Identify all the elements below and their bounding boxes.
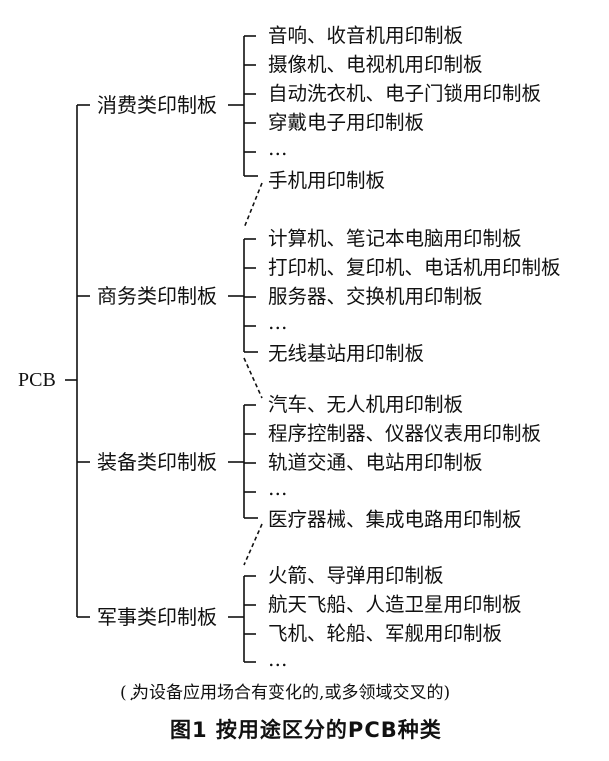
consumer-ellipsis: … xyxy=(268,137,288,160)
equipment-item-3: 轨道交通、电站用印制板 xyxy=(268,451,483,474)
crossover-1 xyxy=(243,182,263,229)
equipment-item-2: 程序控制器、仪器仪表用印制板 xyxy=(268,422,542,445)
military-item-1: 火箭、导弹用印制板 xyxy=(268,564,444,587)
business-item-2: 打印机、复印机、电话机用印制板 xyxy=(268,256,561,279)
category-business-label: 商务类印制板 xyxy=(97,284,217,308)
military-item-2: 航天飞船、人造卫星用印制板 xyxy=(268,593,522,616)
consumer-item-3: 自动洗衣机、电子门锁用印制板 xyxy=(268,82,542,105)
category-consumer-label: 消费类印制板 xyxy=(97,93,217,117)
business-item-1: 计算机、笔记本电脑用印制板 xyxy=(268,227,522,250)
figure-caption: 图1 按用途区分的PCB种类 xyxy=(170,718,442,742)
category-military-label: 军事类印制板 xyxy=(97,605,217,629)
crossover-3 xyxy=(243,523,263,566)
military-item-3: 飞机、轮船、军舰用印制板 xyxy=(268,622,503,645)
business-item-5: 无线基站用印制板 xyxy=(268,342,425,365)
root-label: PCB xyxy=(18,369,56,391)
category-equipment-label: 装备类印制板 xyxy=(97,450,217,474)
equipment-ellipsis: … xyxy=(268,477,288,500)
legend-crossover-icon xyxy=(130,685,141,701)
military-ellipsis: … xyxy=(268,648,288,671)
consumer-item-4: 穿戴电子用印制板 xyxy=(268,111,425,134)
consumer-item-6: 手机用印制板 xyxy=(268,169,386,192)
consumer-item-2: 摄像机、电视机用印制板 xyxy=(268,53,483,76)
equipment-item-1: 汽车、无人机用印制板 xyxy=(268,393,464,416)
legend-note: ( 为设备应用场合有变化的,或多领域交叉的) xyxy=(120,683,451,703)
business-item-3: 服务器、交换机用印制板 xyxy=(268,285,483,308)
equipment-item-5: 医疗器械、集成电路用印制板 xyxy=(268,508,522,531)
consumer-item-1: 音响、收音机用印制板 xyxy=(268,24,464,47)
crossover-2 xyxy=(243,357,263,399)
business-ellipsis: … xyxy=(268,311,288,334)
